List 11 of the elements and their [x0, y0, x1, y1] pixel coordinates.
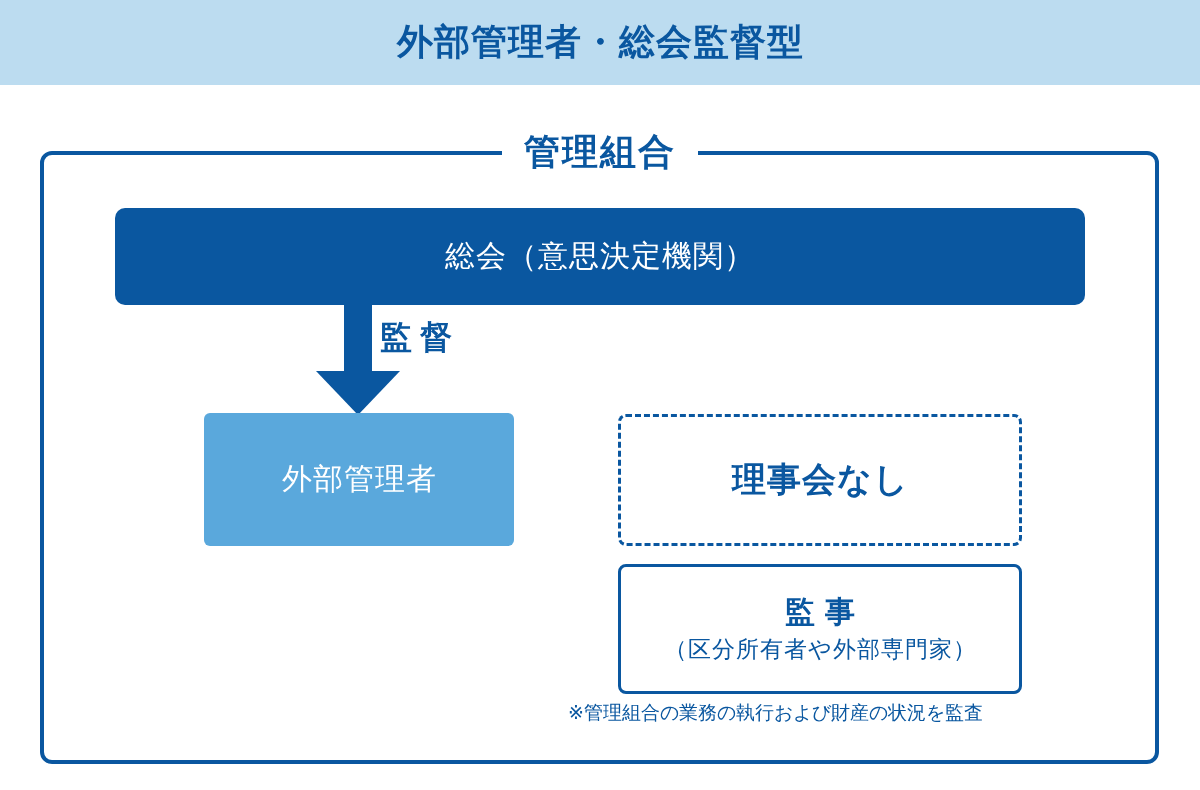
box-label: 総会（意思決定機関） [445, 237, 755, 275]
footnote: ※管理組合の業務の執行および財産の状況を監査 [568, 700, 983, 725]
process-box [115, 208, 1085, 305]
dashed-box [618, 414, 1022, 546]
box-heading: 監事 [785, 593, 865, 631]
arrow [316, 305, 400, 415]
box-label: 外部管理者 [281, 460, 437, 498]
process-box [204, 413, 514, 546]
title-banner: 外部管理者・総会監督型 [0, 0, 1200, 85]
box-label: 理事会なし [731, 458, 909, 501]
box-subtext: （区分所有者や外部専門家） [663, 635, 977, 664]
